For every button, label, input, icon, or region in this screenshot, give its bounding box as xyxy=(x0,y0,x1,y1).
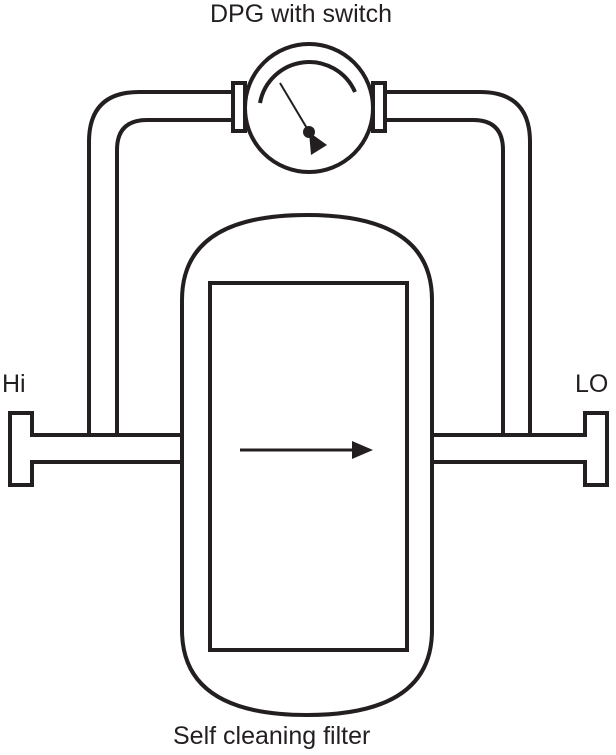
gauge-needle-tail xyxy=(309,132,327,155)
gauge-needle xyxy=(279,82,309,131)
gauge-label: DPG with switch xyxy=(210,0,392,28)
outlet-pipe xyxy=(432,411,609,487)
gauge-fittings xyxy=(231,81,387,133)
filter-label: Self cleaning filter xyxy=(173,722,371,750)
inlet-label: Hi xyxy=(2,370,26,398)
outlet-label: LO xyxy=(575,370,609,398)
flow-arrow xyxy=(240,441,373,459)
filter-vessel xyxy=(180,212,434,718)
filter-element xyxy=(208,281,409,652)
arrow-head-icon xyxy=(352,441,373,459)
inlet-pipe xyxy=(8,411,182,487)
pressure-gauge xyxy=(243,42,375,174)
